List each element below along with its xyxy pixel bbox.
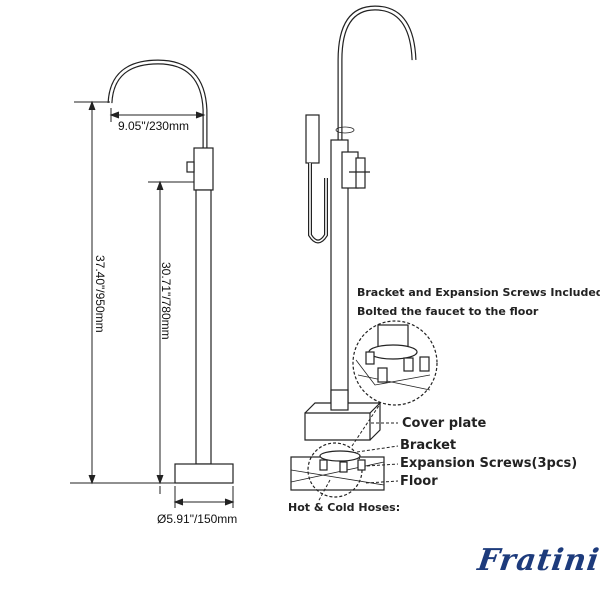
installation-heading-1: Bracket and Expansion Screws Included: (357, 286, 600, 299)
dimension-lines (70, 100, 235, 508)
left-faucet-outline (107, 59, 234, 484)
total-height-label: 37.40"/950mm (93, 255, 107, 333)
right-faucet-outline (290, 5, 438, 503)
handle-height-label: 30.71"/780mm (159, 262, 173, 340)
base-diameter-label: Ø5.91"/150mm (157, 512, 238, 526)
floor-box (290, 456, 385, 491)
expansion-screws-label: Expansion Screws(3pcs) (400, 456, 578, 471)
hand-shower (305, 114, 320, 164)
fratini-logo: Fratini (475, 543, 600, 578)
cover-plate (304, 412, 371, 441)
cover-plate-label: Cover plate (402, 416, 487, 431)
installation-heading-2: Bolted the faucet to the floor (357, 305, 539, 318)
bracket-label: Bracket (400, 438, 457, 453)
floor-label: Floor (400, 474, 438, 489)
hoses-label: Hot & Cold Hoses: (288, 501, 401, 514)
spout-reach-label: 9.05"/230mm (118, 119, 189, 133)
